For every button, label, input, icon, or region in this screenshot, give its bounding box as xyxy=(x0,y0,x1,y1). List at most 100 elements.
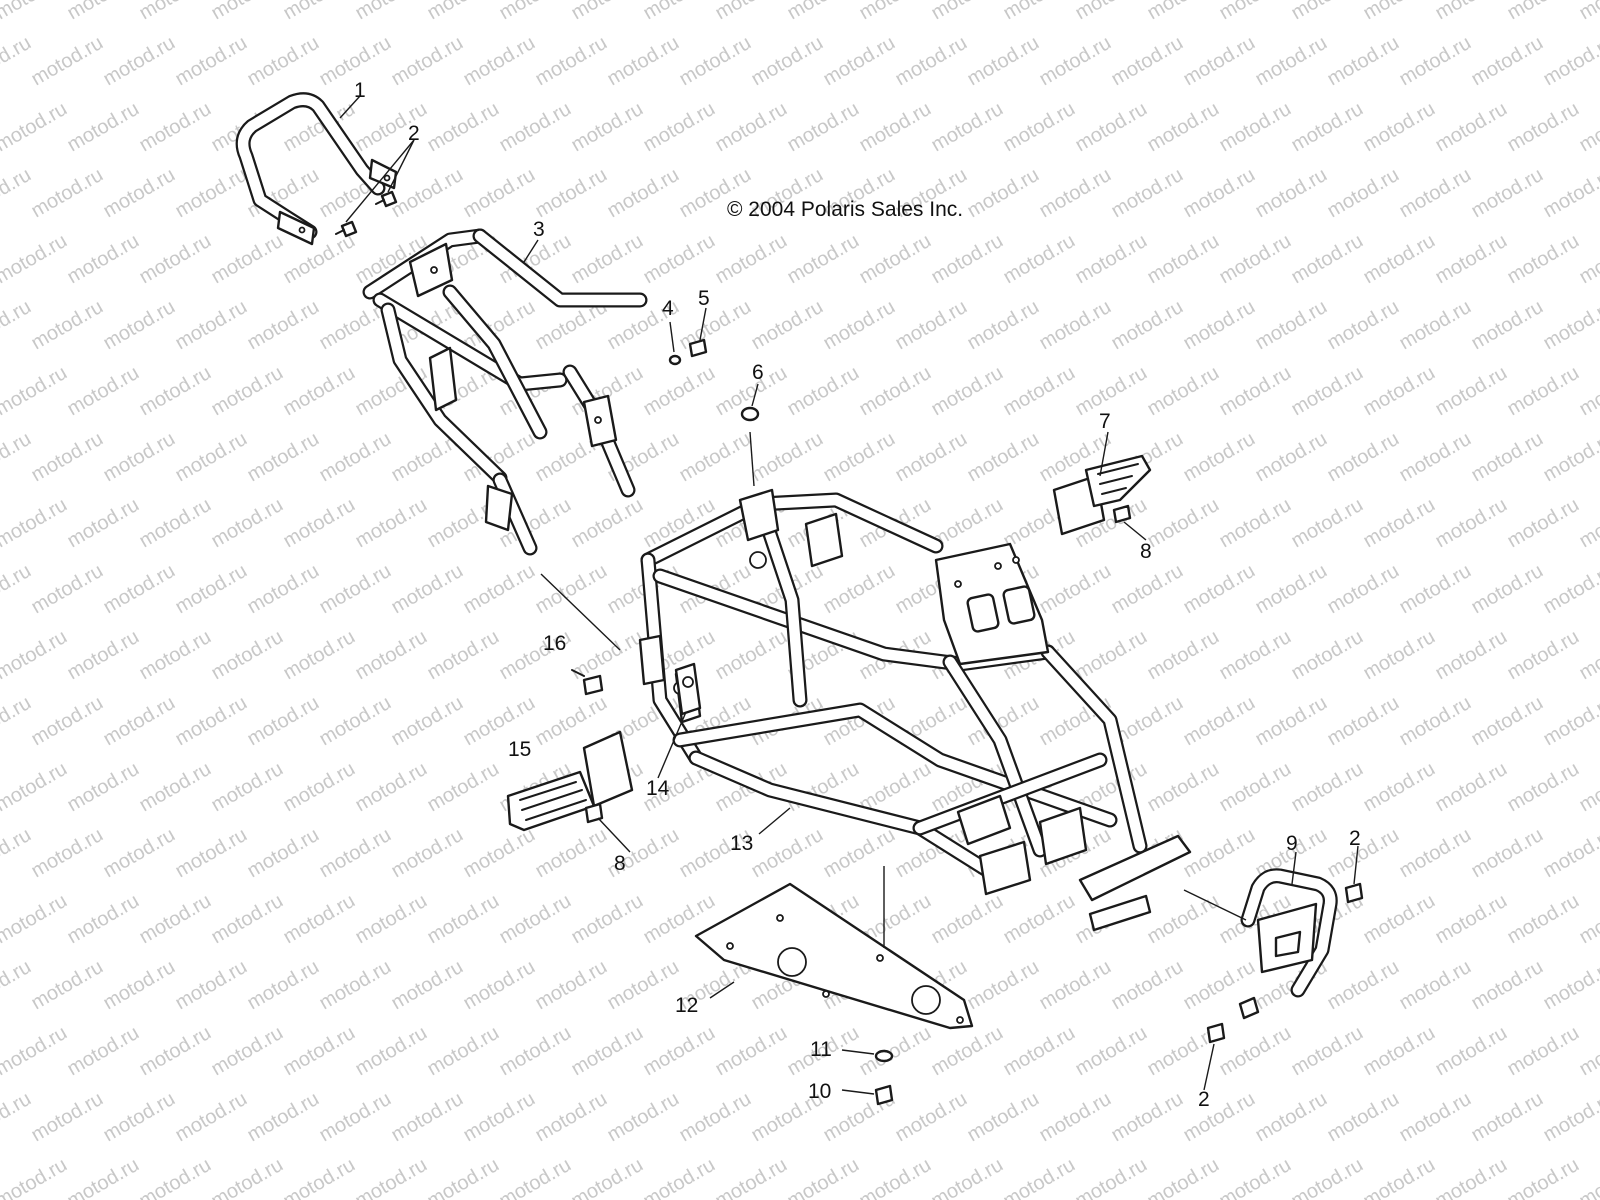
callout-15: 15 xyxy=(508,738,531,761)
callout-1: 1 xyxy=(354,79,366,102)
watermark-text: motod.ru xyxy=(208,758,287,817)
watermark-text: motod.ru xyxy=(1252,428,1331,487)
watermark-text: motod.ru xyxy=(748,296,827,355)
watermark-text: motod.ru xyxy=(568,494,647,553)
watermark-text: motod.ru xyxy=(1360,1154,1439,1200)
watermark-text: motod.ru xyxy=(1432,758,1511,817)
skid-plate xyxy=(694,882,974,1030)
watermark-text: motod.ru xyxy=(352,1154,431,1200)
watermark-text: motod.ru xyxy=(1468,956,1547,1015)
watermark-text: motod.ru xyxy=(1216,98,1295,157)
watermark-text: motod.ru xyxy=(100,1088,179,1147)
watermark-text: motod.ru xyxy=(64,1022,143,1081)
watermark-text: motod.ru xyxy=(1144,0,1223,24)
watermark-text: motod.ru xyxy=(316,428,395,487)
watermark-text: motod.ru xyxy=(1432,890,1511,949)
watermark-text: motod.ru xyxy=(172,164,251,223)
watermark-text: motod.ru xyxy=(100,428,179,487)
bolt-10 xyxy=(874,1084,894,1106)
watermark-text: motod.ru xyxy=(1216,230,1295,289)
watermark-text: motod.ru xyxy=(1216,494,1295,553)
watermark-text: motod.ru xyxy=(928,890,1007,949)
watermark-text: motod.ru xyxy=(1576,230,1600,289)
watermark-text: motod.ru xyxy=(208,0,287,24)
watermark-text: motod.ru xyxy=(496,0,575,24)
watermark-text: motod.ru xyxy=(712,98,791,157)
watermark-text: motod.ru xyxy=(1504,626,1583,685)
watermark-text: motod.ru xyxy=(172,1088,251,1147)
watermark-text: motod.ru xyxy=(676,428,755,487)
watermark-text: motod.ru xyxy=(316,692,395,751)
watermark-text: motod.ru xyxy=(172,296,251,355)
watermark-text: motod.ru xyxy=(1180,296,1259,355)
watermark-text: motod.ru xyxy=(0,956,35,1015)
watermark-text: motod.ru xyxy=(1000,1154,1079,1200)
watermark-text: motod.ru xyxy=(388,560,467,619)
watermark-text: motod.ru xyxy=(64,1154,143,1200)
watermark-text: motod.ru xyxy=(388,164,467,223)
watermark-text: motod.ru xyxy=(0,692,35,751)
watermark-text: motod.ru xyxy=(820,32,899,91)
watermark-text: motod.ru xyxy=(1288,0,1367,24)
watermark-text: motod.ru xyxy=(1108,296,1187,355)
watermark-text: motod.ru xyxy=(1180,560,1259,619)
watermark-text: motod.ru xyxy=(1396,428,1475,487)
watermark-text: motod.ru xyxy=(388,824,467,883)
watermark-text: motod.ru xyxy=(1468,824,1547,883)
bolt-2-front-b xyxy=(1206,1022,1226,1044)
watermark-text: motod.ru xyxy=(1324,296,1403,355)
watermark-text: motod.ru xyxy=(316,824,395,883)
watermark-text: motod.ru xyxy=(1072,1154,1151,1200)
watermark-text: motod.ru xyxy=(460,560,539,619)
watermark-text: motod.ru xyxy=(208,362,287,421)
watermark-text: motod.ru xyxy=(820,296,899,355)
watermark-text: motod.ru xyxy=(532,824,611,883)
watermark-text: motod.ru xyxy=(1360,230,1439,289)
watermark-text: motod.ru xyxy=(1324,692,1403,751)
watermark-text: motod.ru xyxy=(1144,890,1223,949)
watermark-text: motod.ru xyxy=(1540,296,1600,355)
watermark-text: motod.ru xyxy=(640,1022,719,1081)
watermark-text: motod.ru xyxy=(1324,32,1403,91)
callout-11: 11 xyxy=(810,1038,832,1061)
watermark-text: motod.ru xyxy=(1540,428,1600,487)
watermark-text: motod.ru xyxy=(1540,32,1600,91)
bolt-8-right xyxy=(1112,504,1132,524)
watermark-text: motod.ru xyxy=(568,0,647,24)
watermark-text: motod.ru xyxy=(352,0,431,24)
right-footrest xyxy=(1052,454,1152,536)
watermark-text: motod.ru xyxy=(1108,956,1187,1015)
watermark-text: motod.ru xyxy=(424,1154,503,1200)
watermark-text: motod.ru xyxy=(1000,0,1079,24)
watermark-text: motod.ru xyxy=(0,428,35,487)
watermark-text: motod.ru xyxy=(1396,692,1475,751)
watermark-text: motod.ru xyxy=(1216,1154,1295,1200)
watermark-text: motod.ru xyxy=(1468,692,1547,751)
watermark-text: motod.ru xyxy=(928,98,1007,157)
watermark-text: motod.ru xyxy=(64,362,143,421)
watermark-text: motod.ru xyxy=(820,560,899,619)
watermark-text: motod.ru xyxy=(136,98,215,157)
watermark-text: motod.ru xyxy=(208,494,287,553)
watermark-text: motod.ru xyxy=(1252,1088,1331,1147)
watermark-text: motod.ru xyxy=(532,164,611,223)
watermark-text: motod.ru xyxy=(820,428,899,487)
watermark-text: motod.ru xyxy=(316,956,395,1015)
watermark-text: motod.ru xyxy=(1360,494,1439,553)
watermark-text: motod.ru xyxy=(1000,1022,1079,1081)
callout-12: 12 xyxy=(675,994,698,1017)
watermark-text: motod.ru xyxy=(532,32,611,91)
watermark-text: motod.ru xyxy=(1396,164,1475,223)
watermark-text: motod.ru xyxy=(784,1154,863,1200)
watermark-text: motod.ru xyxy=(1036,164,1115,223)
watermark-text: motod.ru xyxy=(928,1022,1007,1081)
watermark-text: motod.ru xyxy=(136,890,215,949)
callout-16: 16 xyxy=(543,632,566,655)
watermark-text: motod.ru xyxy=(172,428,251,487)
watermark-text: motod.ru xyxy=(1252,32,1331,91)
watermark-text: motod.ru xyxy=(1036,32,1115,91)
watermark-text: motod.ru xyxy=(172,824,251,883)
watermark-text: motod.ru xyxy=(460,32,539,91)
front-bumper xyxy=(1238,868,1338,1020)
